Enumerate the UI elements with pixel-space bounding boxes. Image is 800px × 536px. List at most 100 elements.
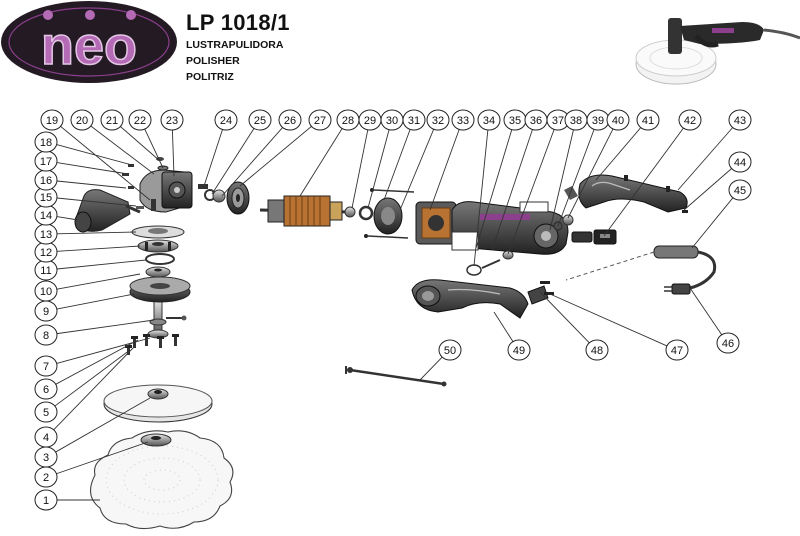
part-gear-base: [129, 276, 191, 303]
callout-number: 2: [43, 472, 49, 484]
part-side-handle: [74, 189, 141, 233]
leader-line-49: [493, 311, 514, 342]
callout-28: 28: [336, 109, 360, 131]
part-stator: [415, 201, 457, 245]
callout-bubble: [34, 401, 58, 423]
callout-19: 19: [40, 109, 64, 131]
leader-line-24: [203, 129, 223, 187]
part-rear-handle-top: [571, 174, 688, 245]
callout-bubble: [716, 332, 740, 354]
callout-number: 7: [43, 361, 49, 373]
callout-bubble: [308, 109, 332, 131]
callout-bubble: [100, 109, 124, 131]
leader-line-25: [211, 128, 255, 195]
callout-number: 23: [166, 115, 178, 127]
callout-bubble: [728, 179, 752, 201]
leader-line-41: [595, 127, 642, 181]
leader-line-6: [55, 339, 139, 385]
leader-line-45: [691, 197, 734, 249]
part-backing-pad: [103, 384, 213, 423]
callout-number: 21: [106, 115, 118, 127]
callout-17: 17: [34, 150, 58, 172]
leader-lines: [53, 125, 734, 501]
callout-number: 49: [513, 345, 525, 357]
callout-number: 4: [43, 432, 49, 444]
callout-number: 35: [509, 115, 521, 127]
callout-42: 42: [678, 109, 702, 131]
callout-23: 23: [160, 109, 184, 131]
callout-number: 38: [570, 115, 582, 127]
callout-bubble: [636, 109, 660, 131]
callout-number: 43: [734, 115, 746, 127]
leader-line-10: [56, 273, 141, 290]
leader-line-36: [491, 129, 533, 251]
callout-bubble: [34, 355, 58, 377]
callout-number: 8: [43, 330, 49, 342]
callout-12: 12: [34, 241, 58, 263]
callout-16: 16: [34, 169, 58, 191]
leader-line-2: [56, 441, 149, 475]
callout-bubble: [34, 324, 58, 346]
callout-number: 41: [642, 115, 654, 127]
leader-line-47: [549, 293, 668, 347]
leader-line-16: [56, 180, 127, 189]
leader-line-11: [56, 259, 147, 270]
callout-number: 44: [734, 157, 746, 169]
callout-bubble: [248, 109, 272, 131]
callout-number: 34: [483, 115, 495, 127]
callout-number: 24: [220, 115, 232, 127]
callout-number: 10: [40, 286, 52, 298]
part-motor-housing: [451, 186, 578, 276]
callout-number: 47: [671, 345, 683, 357]
callout-bubble: [665, 339, 689, 361]
callout-bubble: [70, 109, 94, 131]
leader-line-40: [567, 128, 614, 219]
callout-bubble: [128, 109, 152, 131]
callout-33: 33: [451, 109, 475, 131]
callout-15: 15: [34, 186, 58, 208]
callout-number: 39: [592, 115, 604, 127]
leader-line-15: [56, 197, 137, 207]
callout-36: 36: [524, 109, 548, 131]
callout-27: 27: [308, 109, 332, 131]
leader-line-17: [56, 162, 129, 175]
model-number: LP 1018/1: [186, 10, 290, 35]
callout-number: 15: [40, 192, 52, 204]
description-es: LUSTRAPULIDORA: [186, 39, 284, 51]
description-pt: POLITRIZ: [186, 71, 234, 83]
callout-50: 50: [438, 339, 462, 361]
callout-20: 20: [70, 109, 94, 131]
callout-number: 46: [722, 338, 734, 350]
callout-number: 31: [408, 115, 420, 127]
callout-number: 9: [43, 306, 49, 318]
leader-line-3: [55, 397, 151, 453]
callout-40: 40: [606, 109, 630, 131]
callout-number: 27: [314, 115, 326, 127]
callout-2: 2: [34, 466, 58, 488]
leader-line-9: [56, 293, 135, 310]
callout-6: 6: [34, 378, 58, 400]
callout-49: 49: [507, 339, 531, 361]
callout-bubble: [426, 109, 450, 131]
part-power-cord: [565, 245, 717, 295]
callout-number: 25: [254, 115, 266, 127]
callout-3: 3: [34, 446, 58, 468]
leader-line-14: [56, 216, 79, 221]
callout-number: 17: [40, 156, 52, 168]
callout-number: 45: [734, 185, 746, 197]
part-rear-bearing: [344, 205, 374, 221]
callout-bubble: [438, 339, 462, 361]
callout-35: 35: [503, 109, 527, 131]
callout-bubble: [728, 151, 752, 173]
leader-line-46: [689, 287, 723, 336]
callout-25: 25: [248, 109, 272, 131]
leader-line-33: [429, 129, 460, 211]
callout-number: 26: [284, 115, 296, 127]
leader-line-39: [557, 129, 595, 227]
leader-line-37: [507, 129, 555, 255]
leader-line-26: [221, 127, 284, 197]
leader-line-34: [473, 129, 489, 267]
callout-number: 13: [40, 229, 52, 241]
